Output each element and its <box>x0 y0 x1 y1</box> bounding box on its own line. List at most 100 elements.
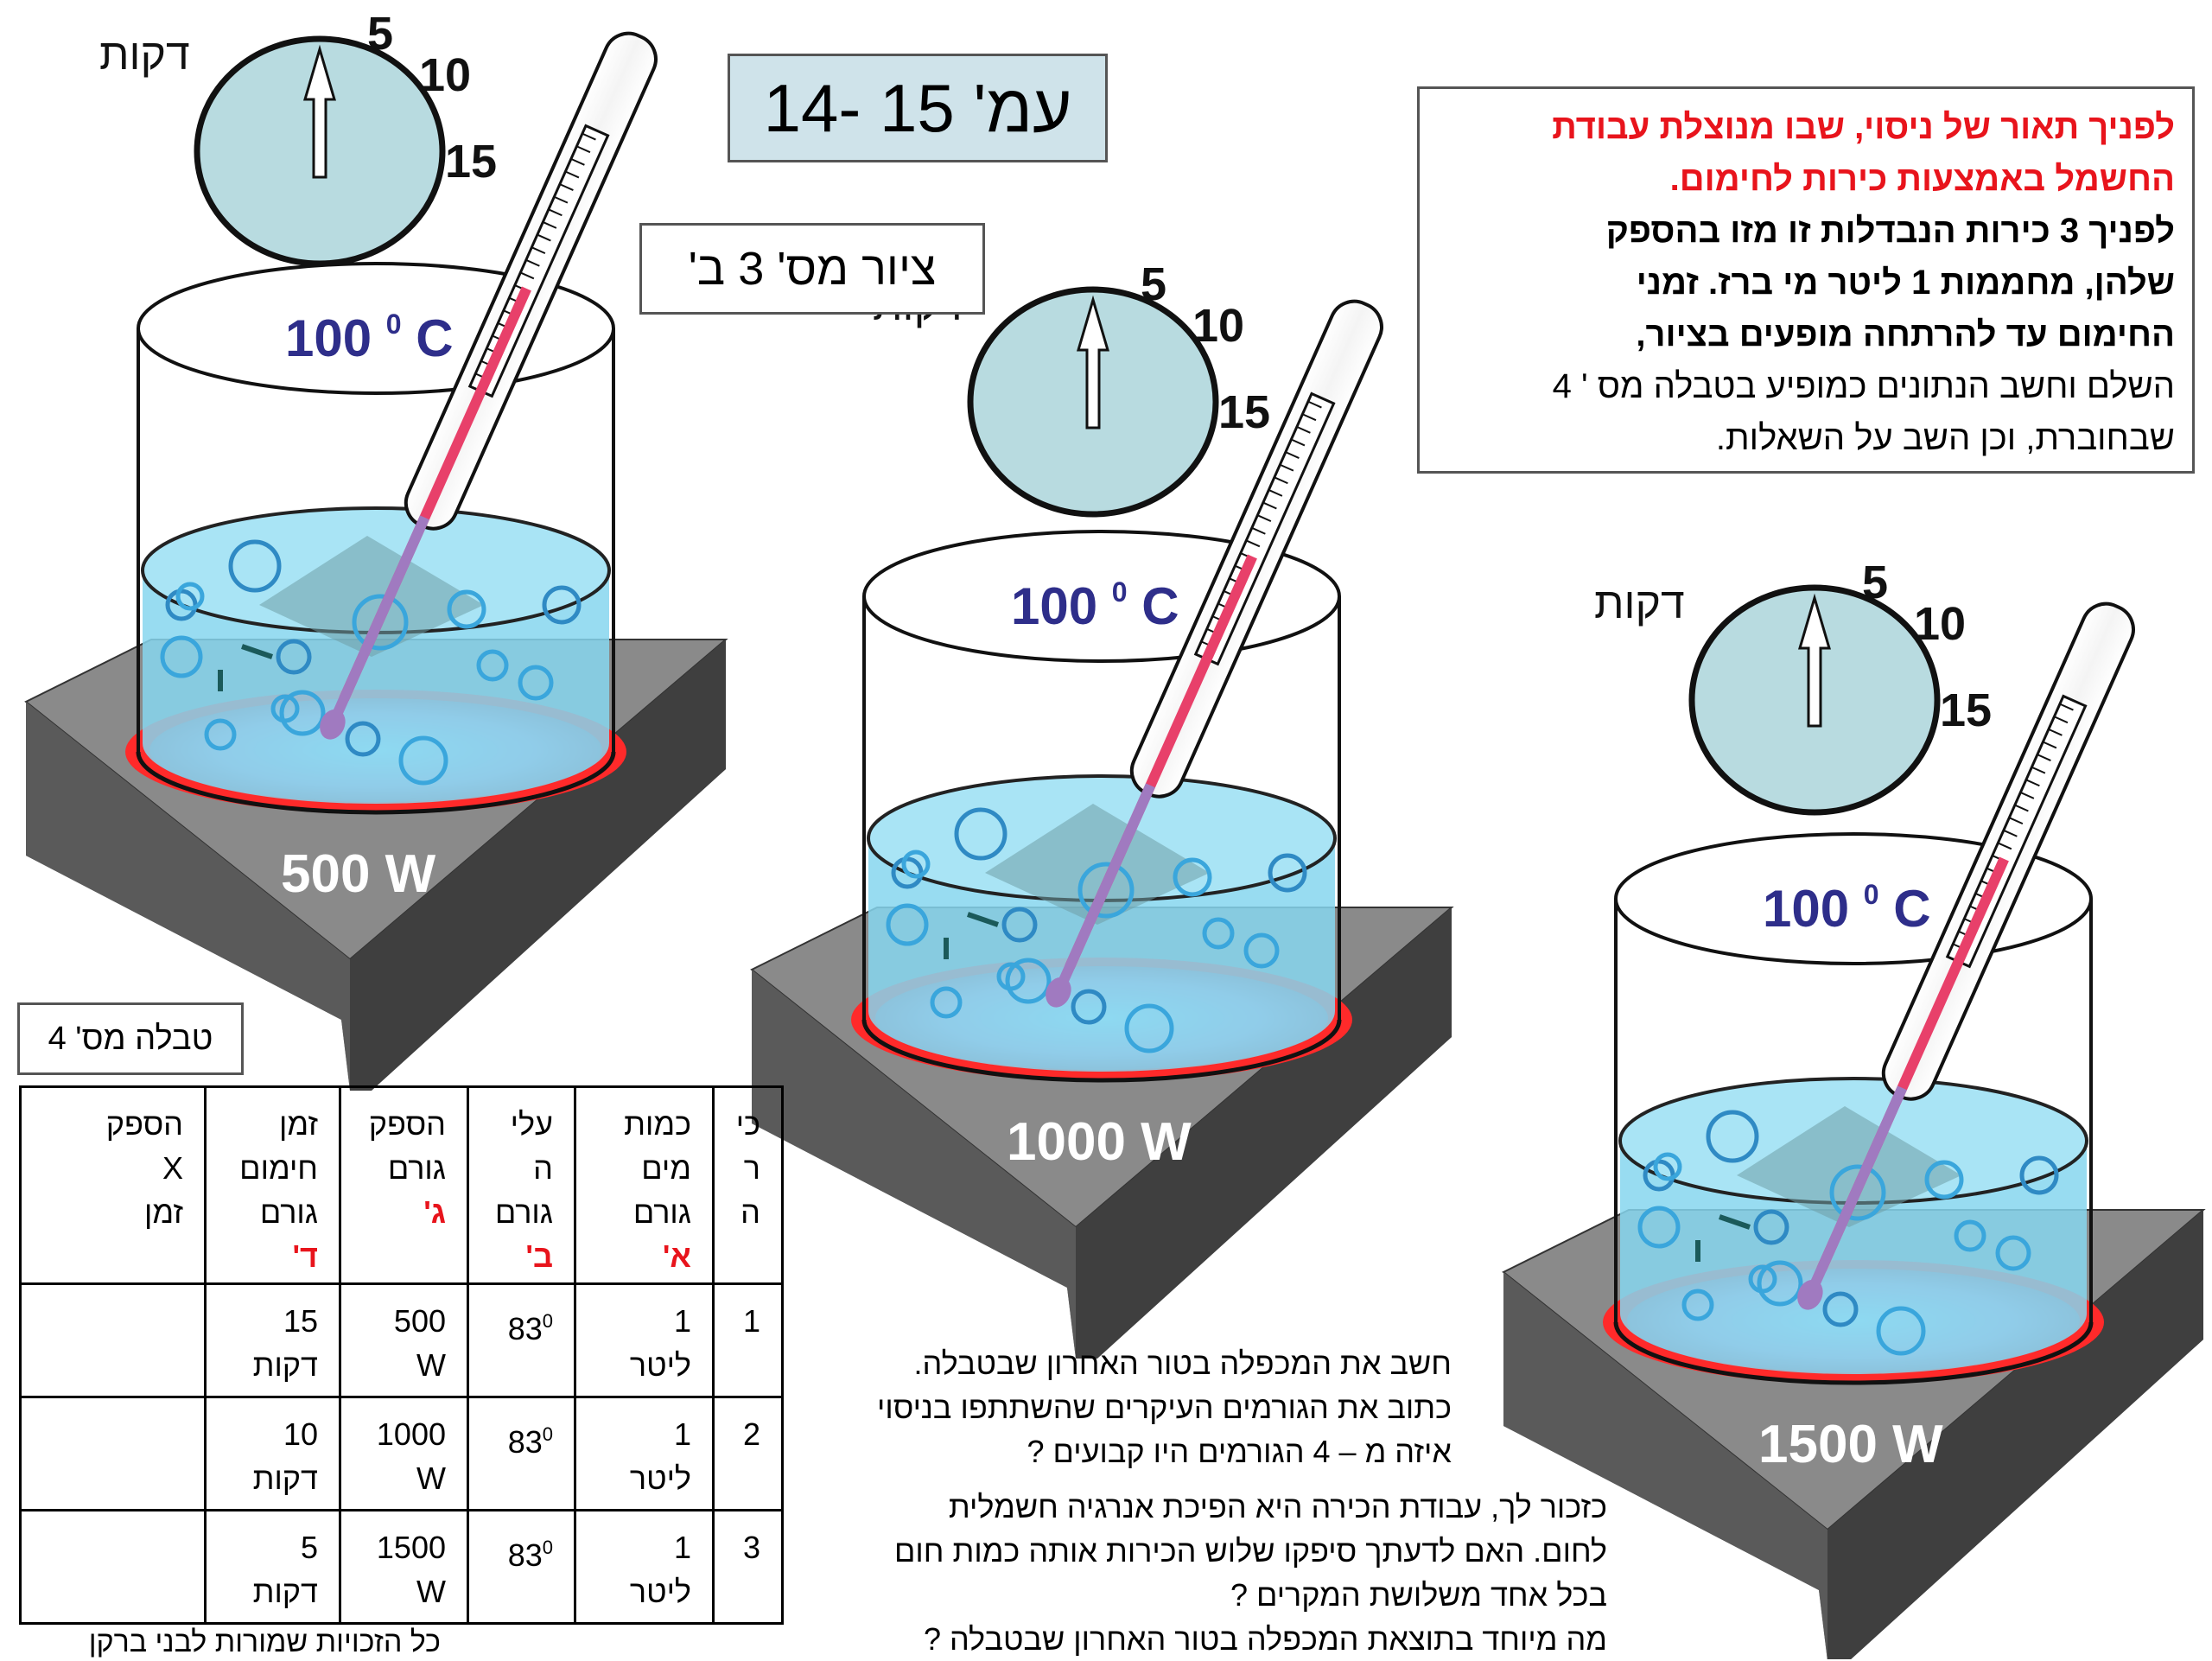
bubble <box>886 903 929 946</box>
questions-block-1: חשב את המכפלה בטור האחרון שבטבלה. כתוב א… <box>778 1341 1452 1473</box>
power-label: 500 W <box>281 844 436 904</box>
bubble <box>1753 1209 1789 1245</box>
cell-product[interactable] <box>19 1396 207 1511</box>
heater-setup: 100 0 C 1000 W <box>750 299 1454 1359</box>
beaker-bottom <box>136 751 616 815</box>
bubble <box>1757 1260 1803 1307</box>
water-body <box>868 838 1335 1072</box>
timer-tick-label: 15 <box>1218 386 1270 438</box>
question-line: כזכור לך, עבודת הכירה היא הפיכת אנרגיה ח… <box>948 1489 1607 1524</box>
heater-setup: 100 0 C 500 W <box>24 31 728 1091</box>
stir-mark <box>241 644 273 659</box>
scale-tick <box>553 195 569 204</box>
thermometer-stem <box>1054 783 1155 993</box>
intro-line-5: החימום עד להרתחה מופעים בציור, <box>1636 315 2175 353</box>
temperature-label: 100 0 C <box>285 309 454 367</box>
copyright-notice: כל הזכויות שמורות לבני ברקן <box>88 1626 441 1658</box>
scale-tick <box>2037 754 2051 761</box>
temperature-label: 100 0 C <box>1763 879 1931 938</box>
arrow-up-icon <box>302 44 337 179</box>
bubble <box>1748 1264 1777 1294</box>
arrow-up-icon <box>1797 593 1832 728</box>
scale-tick <box>1296 425 1311 434</box>
intro-line-3: לפניך 3 כירות הנבדלות זו מזו בהספק <box>1605 212 2175 250</box>
bubble <box>1005 958 1052 1004</box>
cell-product[interactable] <box>19 1282 207 1398</box>
cell-stove: 3 <box>712 1509 784 1625</box>
bubble <box>1653 1152 1682 1181</box>
thermometer-stem <box>1806 1085 1907 1295</box>
bubble <box>1077 862 1135 919</box>
thermometer <box>1046 299 1383 1008</box>
scale-tick <box>548 208 563 217</box>
stove-left-side <box>26 702 350 1091</box>
scale-tick <box>2008 817 2024 825</box>
scale-tick <box>1274 476 1288 485</box>
bubble <box>954 807 1007 861</box>
intro-line-2: החשמל באמצעות כירות לחימום. <box>1669 160 2175 198</box>
timer-tick-label: 15 <box>445 136 497 188</box>
bubble <box>930 986 963 1019</box>
cell-rise: 830 <box>467 1509 576 1625</box>
thermometer-bulb <box>320 709 346 740</box>
scale-tick <box>582 132 596 141</box>
stir-mark <box>967 912 999 927</box>
question-line: בכל אחד משלושת המקרים ? <box>1230 1577 1607 1613</box>
scale-tick <box>542 221 557 229</box>
scale-tick <box>559 183 574 191</box>
bubble <box>1173 857 1212 897</box>
scale-tick <box>1245 539 1261 548</box>
scale-tick <box>2048 728 2063 736</box>
bubble <box>476 649 509 682</box>
scale-tick <box>1262 501 1277 510</box>
scale-tick <box>1285 451 1300 459</box>
stove-right-side <box>1076 907 1452 1359</box>
scale-tick <box>2003 829 2018 837</box>
thermometer <box>320 31 658 740</box>
temperature-label: 100 0 C <box>1011 576 1179 635</box>
intro-line-7: שבחוברת, וכן השב על השאלות. <box>1715 419 2175 457</box>
timer-tick-label: 5 <box>1141 258 1166 310</box>
intro-line-6: השלם וחשב הנתונים כמופיע בטבלה מס ' 4 <box>1552 367 2175 405</box>
scale-tick <box>1279 463 1294 472</box>
timer-tick-label: 10 <box>1192 300 1244 352</box>
power-label: 1500 W <box>1758 1415 1943 1474</box>
scale-tick <box>575 145 591 154</box>
water-body <box>143 570 609 804</box>
bubble <box>1706 1110 1759 1163</box>
bubble <box>1924 1160 1964 1200</box>
bubble <box>160 635 203 678</box>
scale-tick <box>564 170 580 179</box>
timer-tick-label: 10 <box>1914 598 1966 650</box>
scale-tick <box>2053 716 2069 724</box>
stove-right-side <box>350 640 726 1091</box>
scale-tick <box>1251 526 1266 535</box>
bubble <box>345 721 381 757</box>
question-line: מה מיוחד בתוצאת המכפלה בטור האחרון שבטבל… <box>923 1621 1607 1657</box>
thermometer-bulb <box>1797 1279 1823 1310</box>
scale-tick <box>2025 779 2040 787</box>
bubble <box>1071 989 1107 1025</box>
cell-rise: 830 <box>467 1282 576 1398</box>
scale-tick <box>531 246 546 255</box>
thermometer <box>1797 601 2135 1310</box>
timer-tick-label: 5 <box>1862 557 1888 608</box>
bubble <box>1995 1235 2031 1271</box>
bubble <box>352 594 409 651</box>
bubble <box>276 639 312 675</box>
thermometer-stem <box>328 515 429 725</box>
power-label: 1000 W <box>1007 1112 1192 1172</box>
cell-product[interactable] <box>19 1509 207 1625</box>
arrow-up-icon <box>1076 295 1110 430</box>
